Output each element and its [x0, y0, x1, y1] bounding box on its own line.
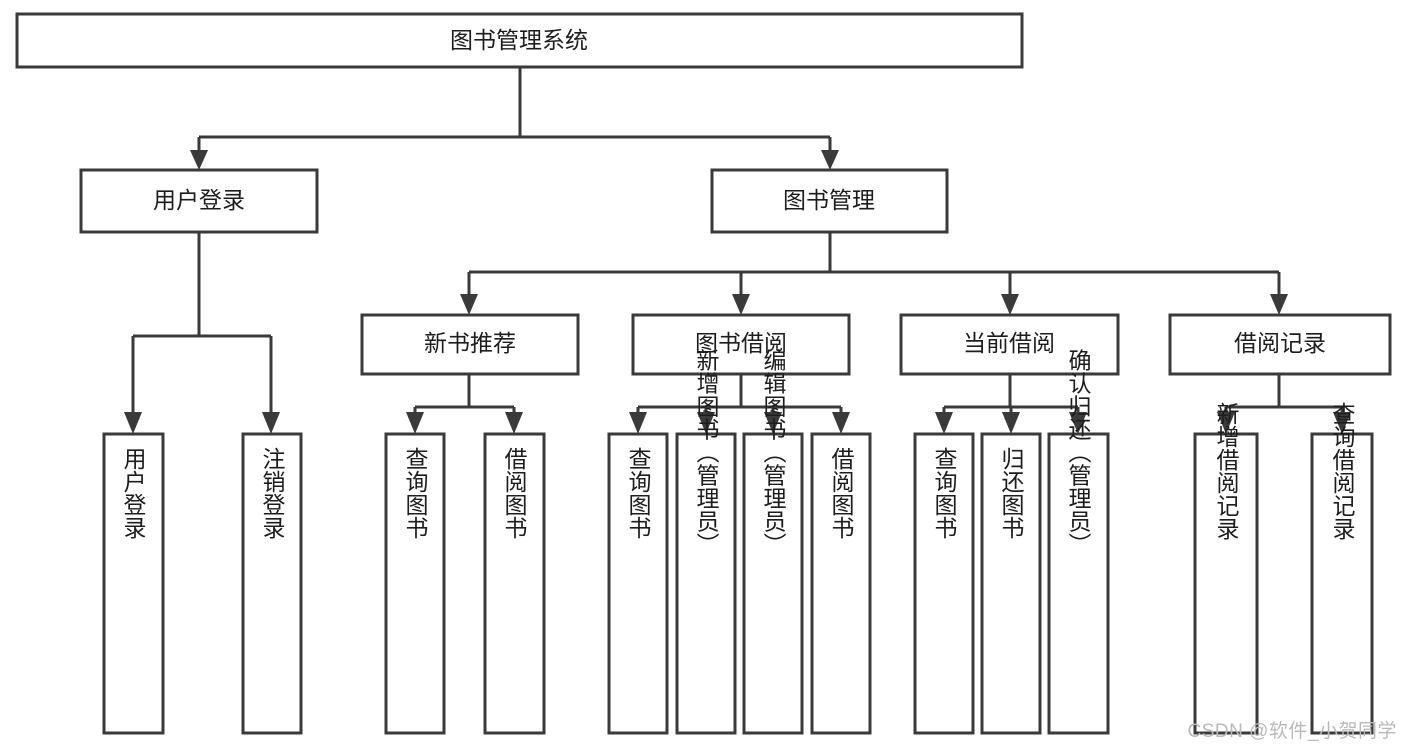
node-leaf-box[interactable] — [675, 432, 737, 735]
arrow-head-cb-leaf-2 — [1002, 412, 1020, 434]
node-leaf[interactable]: 查询图书 — [913, 432, 975, 735]
node-leaf-label: 查询图书 — [402, 447, 429, 539]
arrow-head-book-manage — [821, 150, 839, 170]
node-leaf[interactable]: 借阅图书 — [483, 432, 546, 735]
node-current-borrow-box[interactable] — [899, 313, 1120, 376]
node-book-manage[interactable]: 图书管理 — [710, 168, 949, 234]
node-leaf-label: 查询图书 — [931, 447, 958, 539]
node-current-borrow-label: 当前借阅 — [963, 330, 1055, 356]
node-leaf[interactable]: 查询图书 — [607, 432, 669, 735]
node-leaf-label: 确认归还（管理员） — [1065, 349, 1092, 556]
node-leaf[interactable]: 新增借阅记录 — [1193, 402, 1259, 735]
node-leaf[interactable]: 注销登录 — [241, 432, 303, 735]
node-root-label: 图书管理系统 — [450, 27, 588, 53]
node-leaf-box[interactable] — [384, 432, 446, 735]
arrow-head-bb-leaf-4 — [832, 412, 850, 434]
node-leaf-box[interactable] — [607, 432, 669, 735]
arrow-head-current-borrow — [1001, 294, 1019, 315]
arrow-head-bb-leaf-1 — [629, 412, 647, 434]
arrow-head-borrow-record — [1270, 294, 1288, 315]
node-user-login[interactable]: 用户登录 — [79, 168, 319, 234]
arrow-head-nb-leaf-1 — [406, 412, 424, 434]
node-new-book-recommend[interactable]: 新书推荐 — [360, 313, 580, 376]
node-leaf-box[interactable] — [1310, 432, 1374, 735]
node-book-borrow[interactable]: 图书借阅 — [631, 313, 851, 376]
node-book-borrow-label: 图书借阅 — [695, 330, 787, 356]
node-leaf[interactable]: 查询借阅记录 — [1310, 402, 1374, 735]
node-leaf-box[interactable] — [241, 432, 303, 735]
node-leaf-box[interactable] — [483, 432, 546, 735]
node-leaf-label: 查询借阅记录 — [1329, 402, 1356, 540]
node-book-manage-label: 图书管理 — [783, 187, 875, 213]
node-leaf-box[interactable] — [1193, 432, 1259, 735]
arrow-head-cb-leaf-3 — [1069, 412, 1087, 434]
connector-group — [124, 67, 1351, 434]
node-leaf-label: 查询图书 — [625, 447, 652, 539]
arrow-head-nb-leaf-2 — [505, 412, 523, 434]
node-leaf-label: 借阅图书 — [828, 447, 855, 539]
node-leaf-label: 用户登录 — [120, 447, 147, 539]
node-leaf-label: 新增借阅记录 — [1213, 402, 1240, 540]
node-leaf-box[interactable] — [810, 432, 872, 735]
node-leaf-box[interactable] — [102, 432, 165, 735]
arrow-head-book-borrow — [732, 294, 750, 315]
node-leaf[interactable]: 归还图书 — [980, 432, 1042, 735]
node-book-borrow-box[interactable] — [631, 313, 851, 376]
node-user-login-box[interactable] — [79, 168, 319, 234]
node-book-manage-box[interactable] — [710, 168, 949, 234]
node-borrow-record-box[interactable] — [1168, 313, 1392, 376]
node-leaf-box[interactable] — [980, 432, 1042, 735]
node-leaf[interactable]: 确认归还（管理员） — [1047, 349, 1110, 735]
node-root[interactable]: 图书管理系统 — [15, 12, 1024, 69]
node-leaf[interactable]: 查询图书 — [384, 432, 446, 735]
node-borrow-record[interactable]: 借阅记录 — [1168, 313, 1392, 376]
node-leaf-box[interactable] — [1047, 432, 1110, 735]
node-leaf[interactable]: 编辑图书（管理员） — [742, 349, 804, 735]
node-leaf[interactable]: 借阅图书 — [810, 432, 872, 735]
node-leaf-label: 归还图书 — [998, 447, 1025, 539]
node-leaf-label: 借阅图书 — [501, 447, 528, 539]
node-new-book-recommend-box[interactable] — [360, 313, 580, 376]
node-borrow-record-label: 借阅记录 — [1234, 330, 1326, 356]
node-leaf-box[interactable] — [742, 432, 804, 735]
arrow-head-leaf-logout — [262, 412, 280, 434]
node-new-book-recommend-label: 新书推荐 — [424, 330, 516, 356]
node-leaf[interactable]: 用户登录 — [102, 432, 165, 735]
node-current-borrow[interactable]: 当前借阅 — [899, 313, 1120, 376]
arrow-head-new-book — [460, 294, 478, 315]
node-leaf-label: 注销登录 — [259, 447, 286, 539]
node-leaf[interactable]: 新增图书（管理员） — [675, 349, 737, 735]
arrow-head-br-leaf-1 — [1217, 412, 1235, 434]
node-leaf-label: 编辑图书（管理员） — [760, 349, 787, 556]
node-user-login-label: 用户登录 — [153, 187, 245, 213]
arrow-head-cb-leaf-1 — [935, 412, 953, 434]
arrow-head-leaf-user-login — [124, 412, 142, 434]
arrow-head-bb-leaf-3 — [764, 412, 782, 434]
arrow-head-user-login — [190, 150, 208, 170]
node-leaf-box[interactable] — [913, 432, 975, 735]
node-root-box[interactable] — [15, 12, 1024, 69]
arrow-head-bb-leaf-2 — [697, 412, 715, 434]
node-leaf-label: 新增图书（管理员） — [693, 349, 720, 556]
arrow-head-br-leaf-2 — [1333, 412, 1351, 434]
